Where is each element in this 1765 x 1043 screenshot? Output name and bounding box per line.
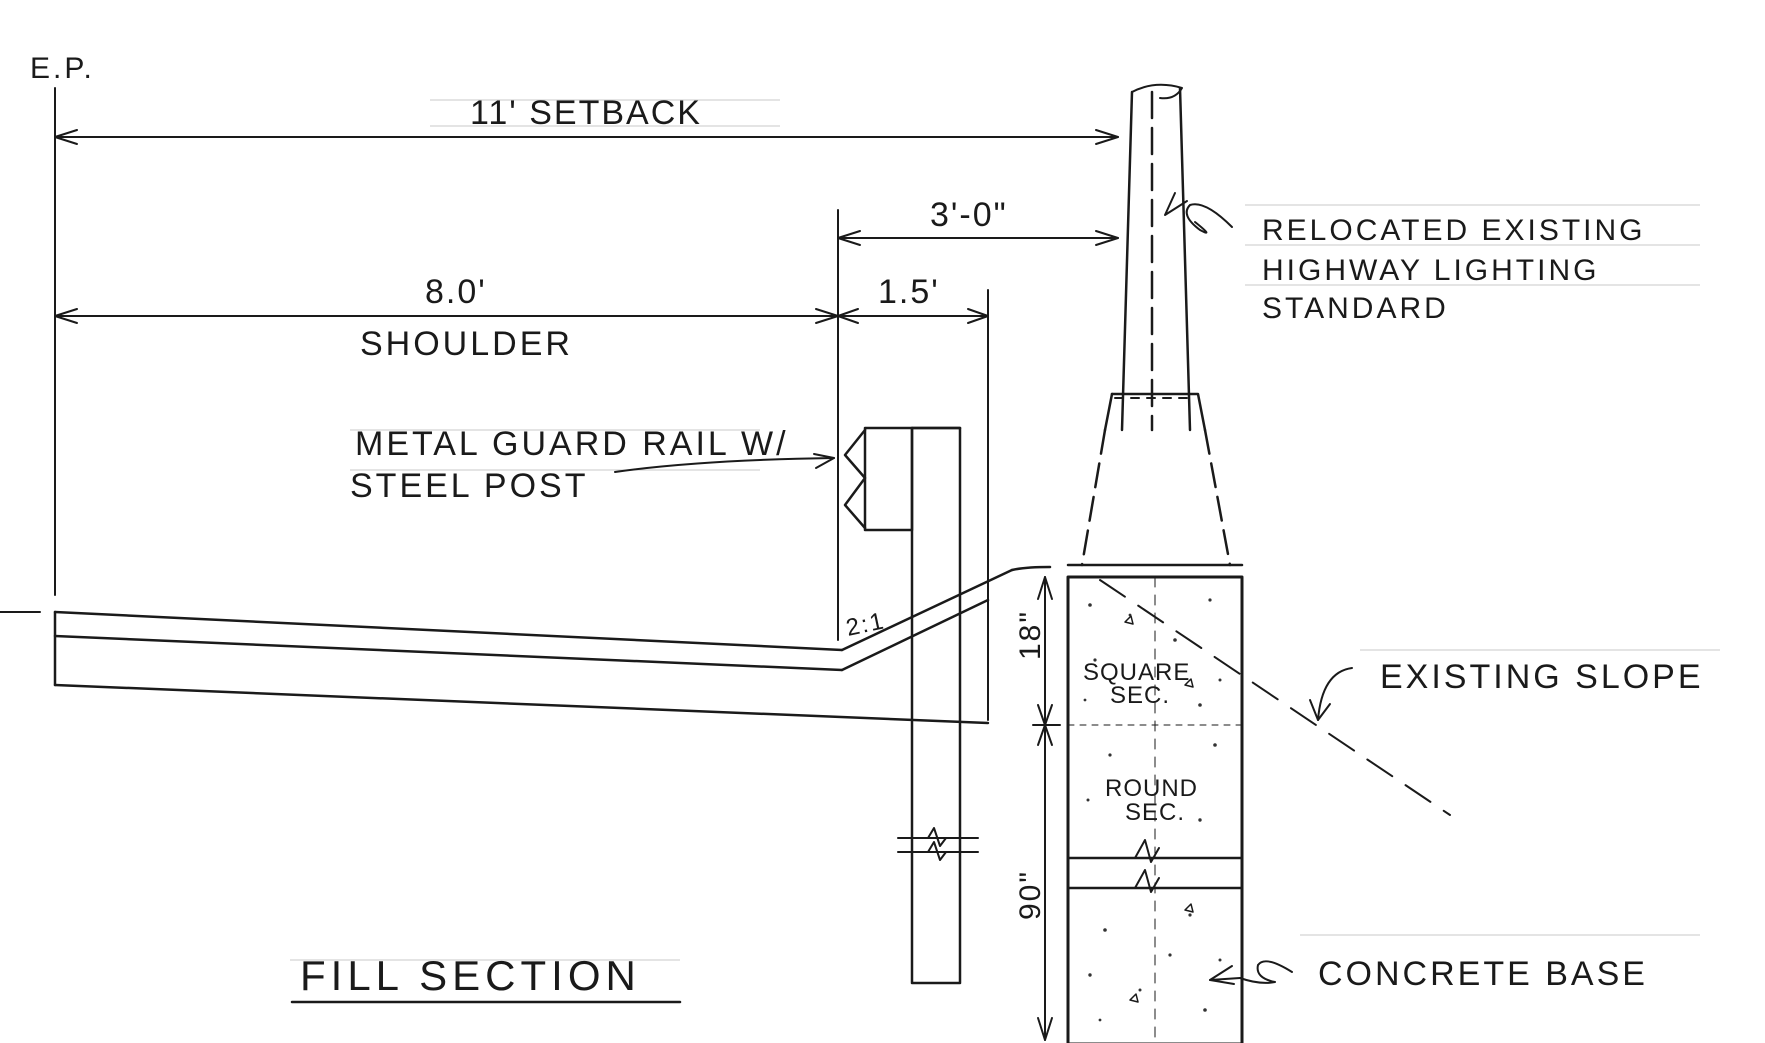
concrete-base <box>1066 575 1244 1043</box>
lighting-standard <box>1066 83 1244 567</box>
fill-section-title: FILL SECTION <box>300 952 641 999</box>
setback-dimension <box>54 129 1119 145</box>
one-point-five-label: 1.5' <box>878 273 940 311</box>
steel-post <box>910 426 962 985</box>
lighting-leader <box>1185 203 1233 234</box>
lighting-label-line2: HIGHWAY LIGHTING <box>1262 254 1599 287</box>
guard-rail-leader <box>614 457 835 473</box>
ep-label: E.P. <box>30 52 95 85</box>
one-point-five-dimension <box>837 289 989 721</box>
round-sec-label-line1: ROUND <box>1105 775 1198 802</box>
eighteen-inch-label: 18" <box>1014 610 1047 660</box>
existing-slope-line <box>1099 579 1451 816</box>
shoulder-label: SHOULDER <box>360 325 573 363</box>
lighting-label-line3: STANDARD <box>1262 292 1449 325</box>
guard-rail-label-line1: METAL GUARD RAIL W/ <box>355 425 789 463</box>
shoulder-width-label: 8.0' <box>425 273 487 311</box>
shoulder-dimension <box>54 308 839 324</box>
guard-rail <box>843 426 979 985</box>
three-foot-dimension <box>837 209 1119 641</box>
concrete-base-label: CONCRETE BASE <box>1318 955 1648 993</box>
guide-lines <box>290 99 1720 961</box>
existing-slope-leader <box>1317 667 1353 721</box>
concrete-base-leader <box>1239 960 1293 984</box>
guard-rail-label-line2: STEEL POST <box>350 467 588 505</box>
slope-ratio-label: 2:1 <box>844 607 888 642</box>
square-sec-label-line1: SQUARE <box>1083 659 1190 686</box>
existing-slope-label: EXISTING SLOPE <box>1380 658 1704 696</box>
three-foot-label: 3'-0" <box>930 196 1008 234</box>
ninety-inch-label: 90" <box>1014 870 1047 920</box>
square-sec-label-line2: SEC. <box>1110 682 1170 709</box>
lighting-label-line1: RELOCATED EXISTING <box>1262 214 1646 247</box>
round-sec-label-line2: SEC. <box>1125 799 1185 826</box>
base-height-dimensions <box>1032 576 1061 1041</box>
shoulder-section <box>0 565 1052 725</box>
setback-label: 11' SETBACK <box>470 94 702 132</box>
